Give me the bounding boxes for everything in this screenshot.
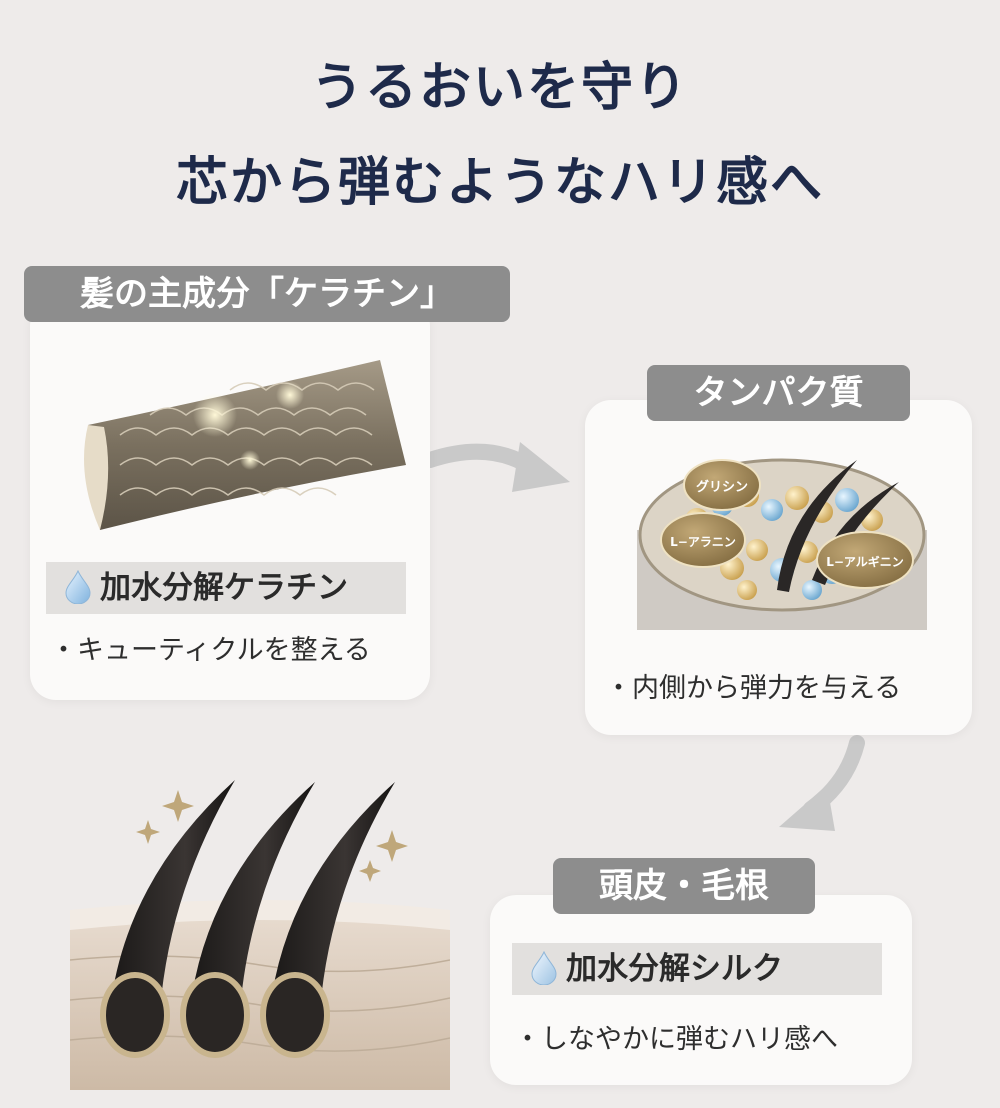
keratin-card: 加水分解ケラチン ・キューティクルを整える [30, 300, 430, 700]
protein-label-alanine: L−アラニン [670, 535, 736, 549]
water-drop-icon [65, 570, 91, 604]
heading-line-2: 芯から弾むようなハリ感へ [175, 152, 824, 213]
hair-cuticle-illustration [84, 360, 406, 530]
keratin-ingredient-bar: 加水分解ケラチン [46, 562, 406, 614]
scalp-benefit: ・しなやかに弾むハリ感へ [514, 1024, 838, 1055]
keratin-ingredient-label: 加水分解ケラチン [100, 570, 348, 606]
protein-molecule-illustration: グリシン L−アラニン L−アルギニン [637, 458, 927, 630]
heading-line-1: うるおいを守り [310, 57, 689, 118]
scalp-card: 加水分解シルク ・しなやかに弾むハリ感へ [490, 895, 912, 1085]
protein-tag: タンパク質 [647, 365, 910, 421]
arrow-icon-down [779, 735, 865, 831]
keratin-benefit: ・キューティクルを整える [50, 635, 371, 666]
water-drop-icon [531, 951, 557, 985]
scalp-tag: 頭皮・毛根 [553, 858, 815, 914]
protein-benefit: ・内側から弾力を与える [605, 673, 902, 704]
arrow-icon-right [422, 442, 570, 492]
scalp-ingredient-bar: 加水分解シルク [512, 943, 882, 995]
protein-card: グリシン L−アラニン L−アルギニン ・内側から弾力を与える [585, 400, 972, 735]
scalp-ingredient-label: 加水分解シルク [566, 951, 783, 987]
hair-follicle-illustration [70, 780, 450, 1090]
sparkle-icon [136, 790, 408, 882]
protein-label-glycine: グリシン [696, 479, 748, 495]
keratin-tag: 髪の主成分「ケラチン」 [24, 266, 510, 322]
protein-label-arginine: L−アルギニン [826, 554, 904, 569]
